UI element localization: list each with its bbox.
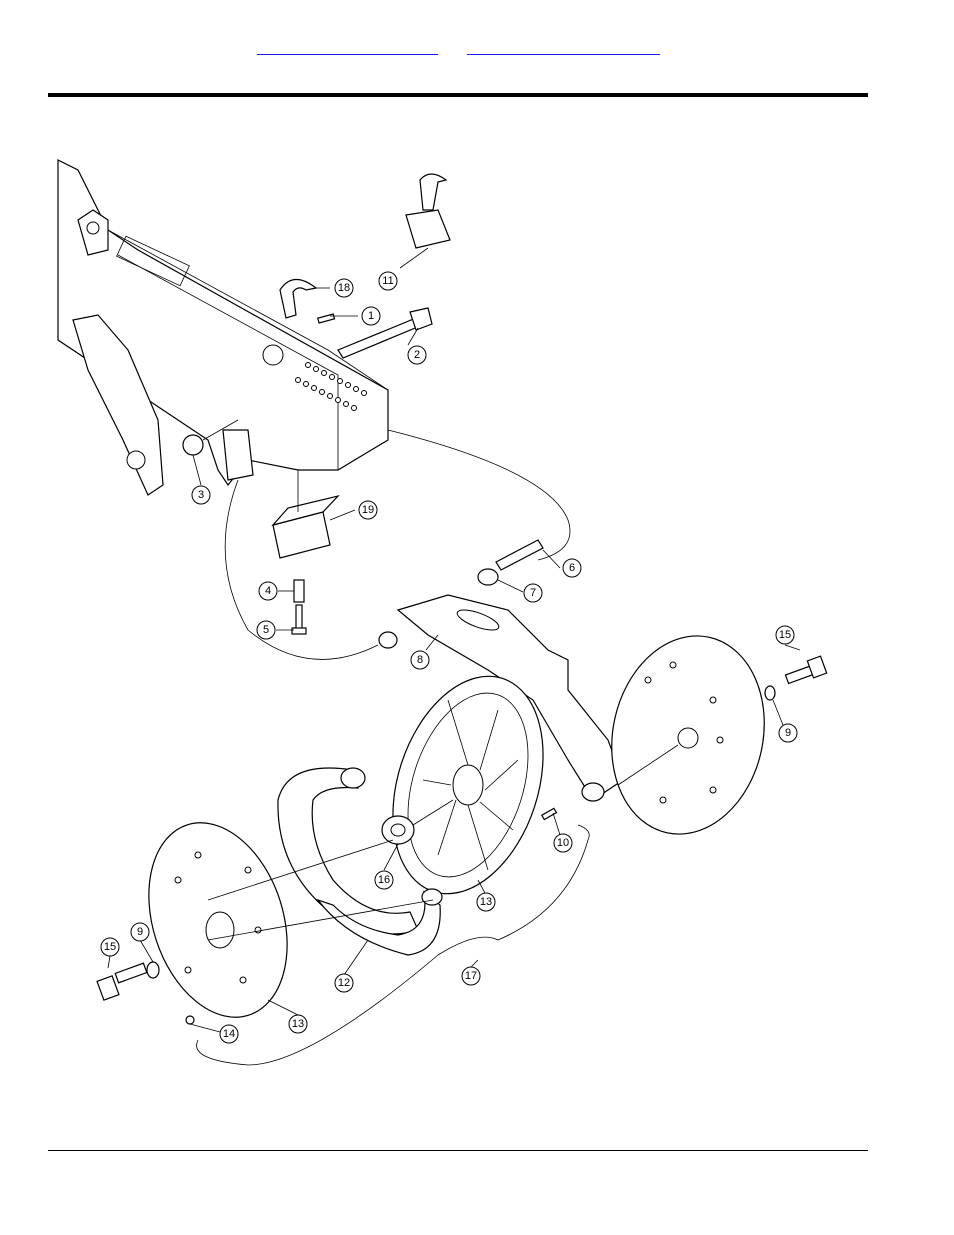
callout-7: 7 bbox=[524, 584, 542, 602]
svg-text:4: 4 bbox=[265, 585, 271, 597]
part-washer-9-right bbox=[765, 686, 775, 700]
callout-5: 5 bbox=[257, 621, 275, 639]
callout-19: 19 bbox=[359, 501, 377, 519]
callout-8: 8 bbox=[411, 651, 429, 669]
part-bushing-7 bbox=[478, 569, 498, 585]
svg-text:13: 13 bbox=[480, 896, 492, 908]
callout-13-hub: 13 bbox=[477, 893, 495, 911]
callout-4: 4 bbox=[259, 582, 277, 600]
svg-text:15: 15 bbox=[104, 941, 116, 953]
svg-text:10: 10 bbox=[557, 837, 569, 849]
callout-2: 2 bbox=[408, 346, 426, 364]
svg-text:14: 14 bbox=[223, 1028, 235, 1040]
callout-17: 17 bbox=[462, 967, 480, 985]
part-bolt-15-right bbox=[785, 656, 826, 683]
part-bolt-5 bbox=[292, 605, 306, 634]
part-nut-3 bbox=[183, 435, 203, 455]
header-rule bbox=[48, 93, 868, 97]
part-spring-4 bbox=[294, 580, 304, 602]
callout-18: 18 bbox=[335, 279, 353, 297]
svg-text:13: 13 bbox=[292, 1018, 304, 1030]
callout-12: 12 bbox=[335, 974, 353, 992]
part-handle-block-11 bbox=[406, 174, 450, 248]
svg-text:18: 18 bbox=[338, 282, 350, 294]
svg-text:15: 15 bbox=[779, 629, 791, 641]
part-washer-9-left bbox=[147, 962, 159, 978]
svg-text:1: 1 bbox=[368, 310, 374, 322]
part-nut-14 bbox=[186, 1016, 194, 1024]
header-link-right[interactable] bbox=[467, 38, 660, 55]
svg-text:6: 6 bbox=[569, 562, 575, 574]
callout-13-disc: 13 bbox=[289, 1015, 307, 1033]
callout-14: 14 bbox=[220, 1025, 238, 1043]
part-bolt-15-left bbox=[97, 963, 147, 1000]
svg-text:11: 11 bbox=[382, 275, 393, 287]
svg-text:5: 5 bbox=[263, 624, 269, 636]
svg-text:9: 9 bbox=[785, 727, 791, 739]
svg-text:17: 17 bbox=[465, 970, 477, 982]
header-link-left[interactable] bbox=[257, 38, 438, 55]
svg-text:2: 2 bbox=[414, 349, 420, 361]
svg-text:16: 16 bbox=[378, 874, 390, 886]
callout-9-left: 9 bbox=[131, 923, 149, 941]
callout-10: 10 bbox=[554, 834, 572, 852]
svg-text:9: 9 bbox=[137, 926, 143, 938]
callout-15-left: 15 bbox=[101, 938, 119, 956]
svg-text:19: 19 bbox=[362, 504, 374, 516]
svg-text:8: 8 bbox=[417, 654, 423, 666]
callout-15-right: 15 bbox=[776, 626, 794, 644]
callout-3: 3 bbox=[192, 486, 210, 504]
callout-9-right: 9 bbox=[779, 724, 797, 742]
footer-rule bbox=[48, 1150, 868, 1151]
part-pin-1 bbox=[318, 314, 335, 323]
svg-text:7: 7 bbox=[530, 587, 536, 599]
part-handle-18 bbox=[280, 279, 316, 318]
callout-11: 11 bbox=[379, 272, 397, 290]
frame-assembly bbox=[58, 160, 388, 495]
part-block-19 bbox=[273, 496, 338, 558]
callout-6: 6 bbox=[563, 559, 581, 577]
callout-16: 16 bbox=[375, 871, 393, 889]
part-disc-right bbox=[594, 622, 782, 849]
svg-text:3: 3 bbox=[198, 489, 204, 501]
svg-text:12: 12 bbox=[338, 977, 350, 989]
part-pin-6 bbox=[496, 540, 543, 570]
callout-1: 1 bbox=[362, 307, 380, 325]
exploded-parts-diagram: 18 1 2 11 3 19 4 5 6 7 8 15 9 10 16 13 1… bbox=[48, 140, 868, 1080]
